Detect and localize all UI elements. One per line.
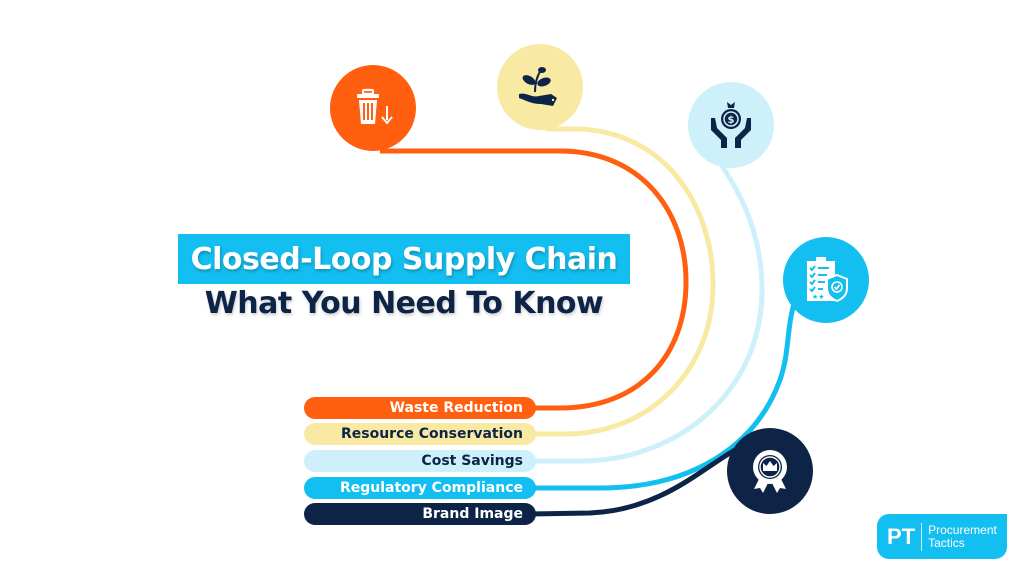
logo-wordmark: Procurement Tactics xyxy=(928,522,997,550)
clipboard-shield-icon: ★★ xyxy=(807,257,848,303)
pill-label: Waste Reduction xyxy=(389,400,523,416)
page-title: Closed-Loop Supply Chain xyxy=(190,241,618,277)
curve-resource-conservation xyxy=(530,126,716,437)
hand-plant-icon xyxy=(519,67,557,106)
brand-image-icon-circle xyxy=(727,428,813,514)
curve-regulatory-compliance xyxy=(530,299,798,491)
svg-text:$: $ xyxy=(728,115,735,126)
curve-cost-savings xyxy=(530,164,765,464)
hands-money-bag-icon: $ xyxy=(711,102,751,148)
trash-recycle-icon xyxy=(357,88,393,125)
curve-waste-reduction xyxy=(380,148,689,411)
logo-initials: PT xyxy=(887,523,916,549)
pill-cost-savings: Cost Savings xyxy=(304,450,536,472)
pill-regulatory-compliance: Regulatory Compliance xyxy=(304,477,536,499)
logo-divider xyxy=(921,522,923,551)
procurement-tactics-logo: PT Procurement Tactics xyxy=(877,514,1007,559)
pill-label: Resource Conservation xyxy=(340,426,523,442)
waste-reduction-icon-circle xyxy=(330,65,416,151)
pill-label: Brand Image xyxy=(422,506,523,522)
pill-waste-reduction: Waste Reduction xyxy=(304,397,536,419)
regulatory-compliance-icon-circle: ★★ xyxy=(783,237,869,323)
page-subtitle: What You Need To Know xyxy=(204,286,604,321)
pill-brand-image: Brand Image xyxy=(304,503,536,525)
pill-label: Regulatory Compliance xyxy=(339,480,523,496)
logo-line-1: Procurement xyxy=(928,522,997,537)
pill-resource-conservation: Resource Conservation xyxy=(304,423,536,445)
award-crown-icon xyxy=(753,450,787,493)
title-banner: Closed-Loop Supply Chain xyxy=(178,234,630,284)
curve-brand-image xyxy=(529,447,737,517)
resource-conservation-icon-circle xyxy=(497,44,583,130)
logo-line-2: Tactics xyxy=(928,535,965,550)
pill-label: Cost Savings xyxy=(421,453,523,469)
svg-text:★★: ★★ xyxy=(812,293,825,301)
cost-savings-icon-circle: $ xyxy=(688,82,774,168)
